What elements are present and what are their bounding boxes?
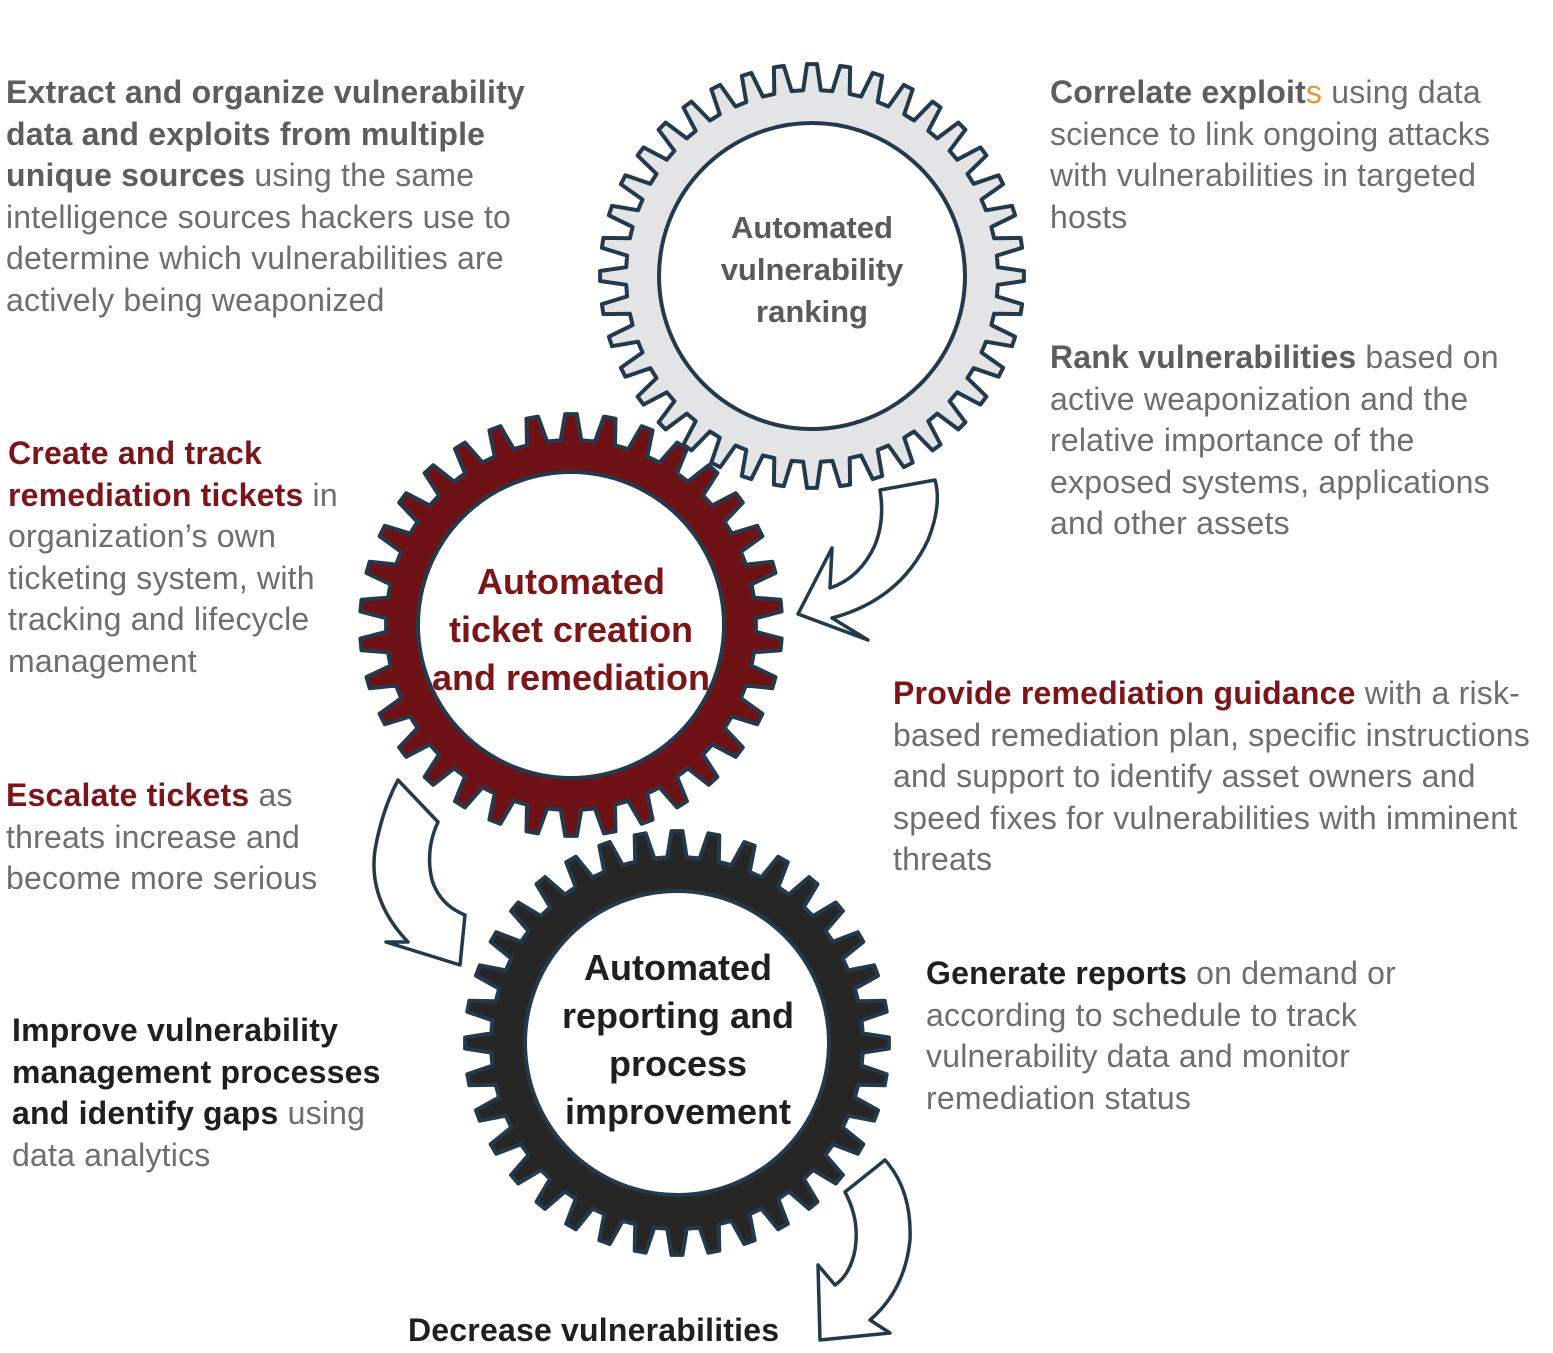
- gear-label-reporting: Automated reporting and process improvem…: [562, 947, 794, 1132]
- gear-reporting: [463, 829, 891, 1257]
- arrow-reporting-to-decrease: [816, 1158, 912, 1342]
- note-generate: Generate reports on demand or according …: [926, 953, 1446, 1119]
- note-correlate-rest: using data science to link ongoing attac…: [1050, 74, 1491, 235]
- note-rank-bold: Rank vulnerabilities: [1050, 339, 1357, 375]
- gear-label-ranking: Automated vulnerability ranking: [720, 210, 904, 329]
- note-escalate-bold: Escalate tickets: [6, 777, 250, 813]
- gear-reporting-hub: [523, 889, 831, 1197]
- note-create: Create and track remediation tickets in …: [8, 433, 353, 682]
- gear-ticket: [358, 412, 784, 838]
- note-escalate: Escalate tickets as threats increase and…: [6, 775, 351, 900]
- note-guidance-rest: with a risk-based remediation plan, spec…: [893, 675, 1530, 877]
- gear-ranking: [598, 62, 1026, 490]
- note-rank: Rank vulnerabilities based on active wea…: [1050, 337, 1540, 545]
- note-decrease: Decrease vulnerabilities: [408, 1310, 828, 1352]
- note-correlate: Correlate exploits using data science to…: [1050, 72, 1500, 238]
- note-improve: Improve vulnerability management process…: [12, 1010, 432, 1176]
- arrow-ranking-to-ticket: [796, 478, 940, 642]
- note-correlate-accent: s: [1305, 74, 1323, 110]
- note-improve-rest: using data analytics: [12, 1095, 366, 1173]
- note-guidance-bold: Provide remediation guidance: [893, 675, 1356, 711]
- gear-ticket-hub: [416, 470, 726, 780]
- note-guidance: Provide remediation guidance with a risk…: [893, 673, 1543, 881]
- note-extract: Extract and organize vulnerability data …: [6, 72, 566, 321]
- arrow-ticket-to-reporting: [372, 778, 467, 967]
- note-extract-bold: Extract and organize vulnerability data …: [6, 74, 525, 193]
- note-generate-bold: Generate reports: [926, 955, 1188, 991]
- note-improve-bold: Improve vulnerability management process…: [12, 1012, 381, 1131]
- note-rank-rest: based on active weaponization and the re…: [1050, 339, 1499, 541]
- gear-label-ticket: Automated ticket creation and remediatio…: [431, 561, 711, 698]
- note-extract-rest: using the same intelligence sources hack…: [6, 157, 512, 318]
- note-escalate-rest: as threats increase and become more seri…: [6, 777, 318, 896]
- gear-ranking-hub: [657, 121, 967, 431]
- note-decrease-bold: Decrease vulnerabilities: [408, 1312, 780, 1348]
- note-create-rest: in organization’s own ticketing system, …: [8, 476, 338, 679]
- note-create-bold: Create and track remediation tickets: [8, 435, 304, 513]
- note-correlate-bold: Correlate exploit: [1050, 74, 1306, 110]
- note-generate-rest: on demand or according to schedule to tr…: [926, 955, 1397, 1116]
